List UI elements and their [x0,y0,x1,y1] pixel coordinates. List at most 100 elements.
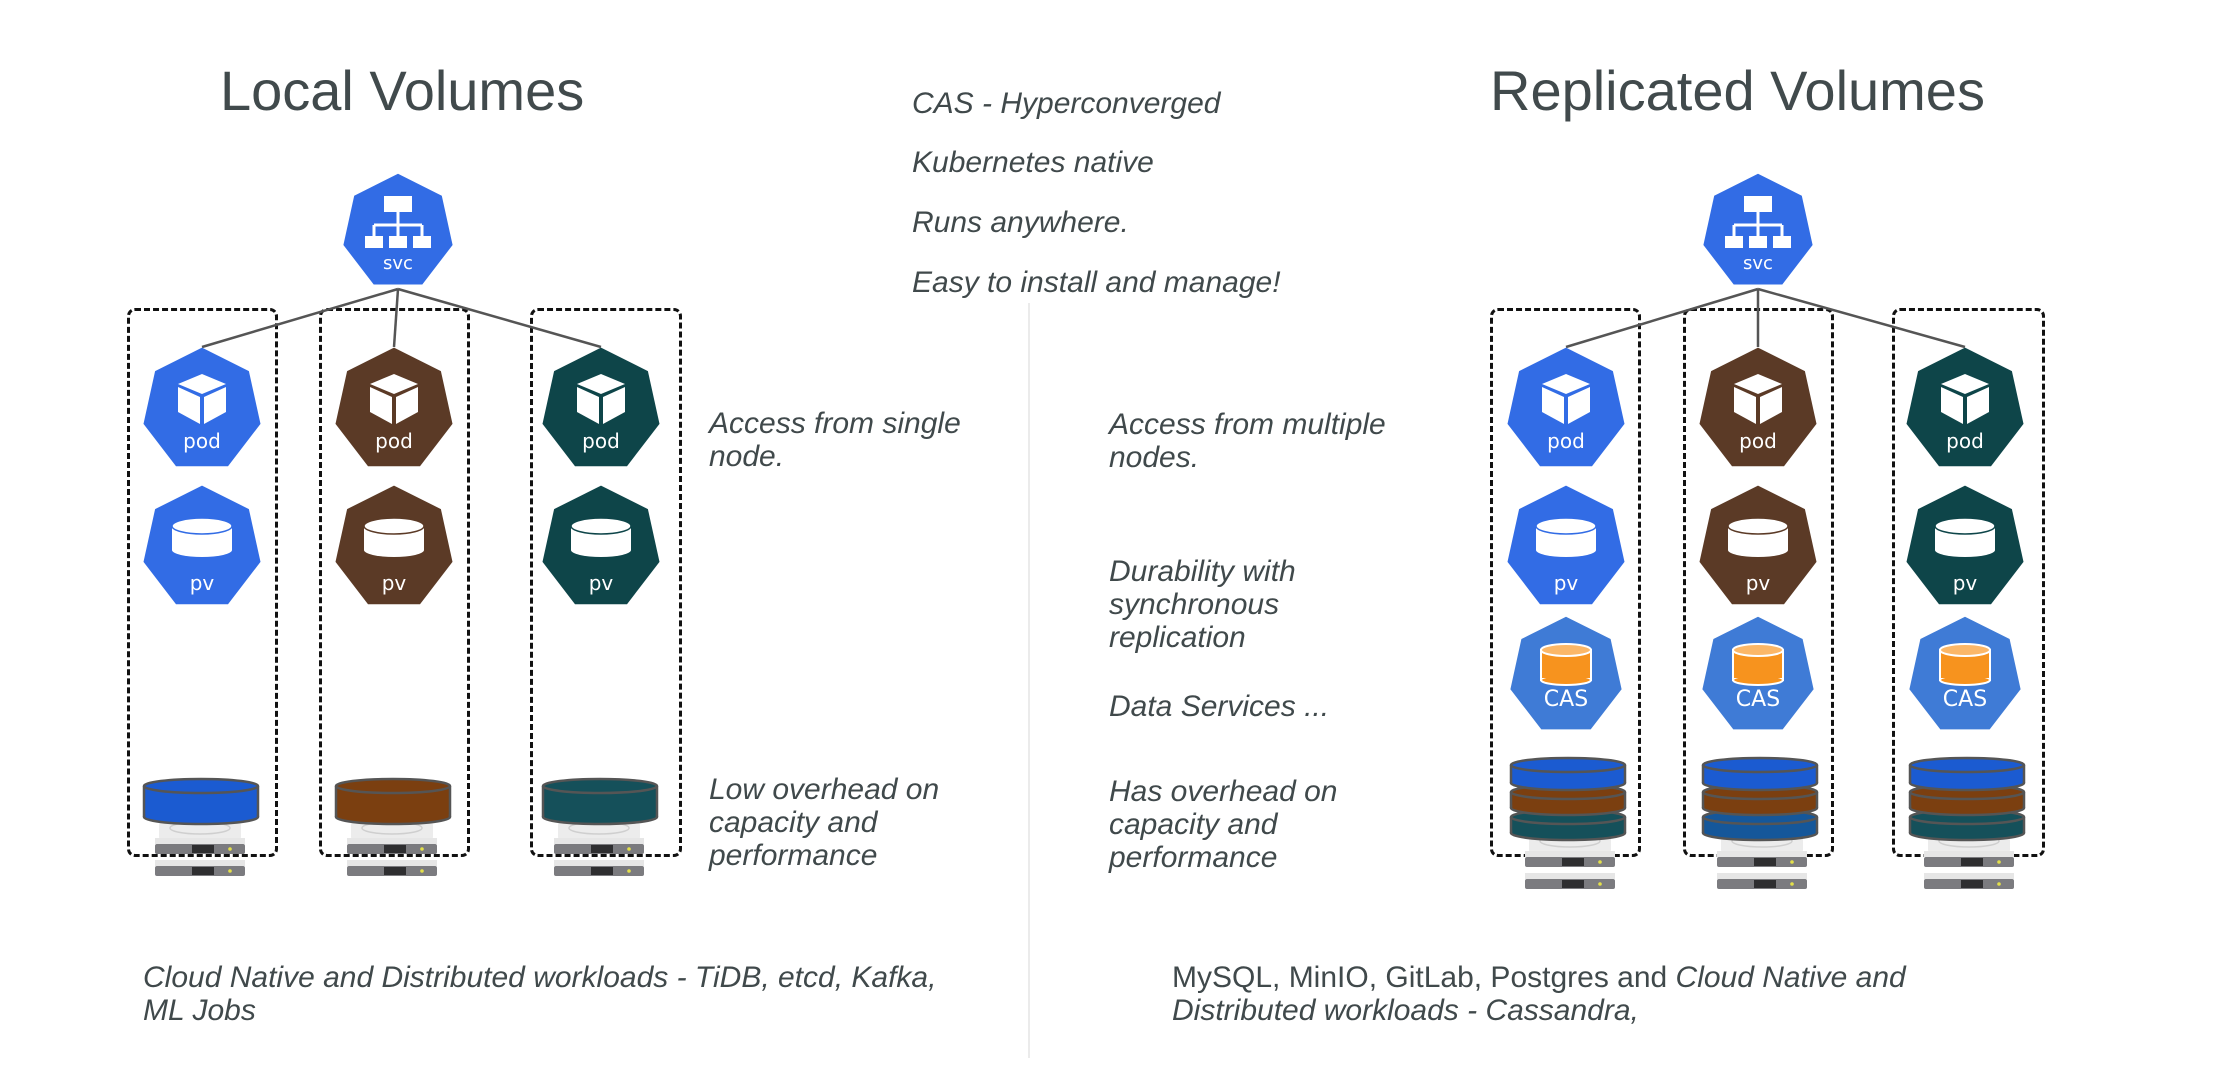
server-led [1598,860,1602,864]
server-chassis [1717,873,1807,879]
workloads-line: Cloud Native and Distributed workloads -… [143,961,937,994]
icon-label: pv [589,571,614,595]
cube-top [1542,374,1590,394]
persistent-volume-icon: pv [335,485,453,605]
cube-top [370,374,418,394]
cube-left [577,387,599,424]
pod-icon: pod [1507,347,1625,467]
note-line: performance [709,839,878,872]
persistent-volume-icon: pv [1906,485,2024,605]
note-line: performance [1109,841,1278,874]
server-icon [155,821,245,876]
feature-item: Kubernetes native [912,146,1154,179]
pod-icon: pod [1699,347,1817,467]
workloads-line: Distributed workloads - Cassandra, [1172,994,1639,1027]
cylinder-top [363,517,425,535]
disk-top [541,777,659,795]
connector-line [1565,287,1759,349]
persistent-volume-icon: pv [1699,485,1817,605]
cylinder-bottom [364,543,424,557]
service-icon: svc [1703,173,1813,285]
workloads-apps: MySQL, MinIO, GitLab, Postgres and [1172,961,1676,994]
section-divider [1028,303,1030,1058]
local-volumes-title: Local Volumes [220,59,585,122]
right-durability-note: Durability with synchronous replication [1109,555,1296,654]
feature-item: Runs anywhere. [912,206,1129,239]
local-disk-icon [334,777,452,826]
server-chassis [347,838,437,844]
note-line: replication [1109,621,1246,654]
server-vent [192,845,214,853]
pod-icon: pod [335,347,453,467]
note-line: Low overhead on [709,773,940,806]
persistent-volume-icon: pv [542,485,660,605]
cube-right [1967,387,1989,424]
tree-leaf-node [365,236,383,248]
server-top-cover [558,822,640,840]
cube-top [1734,374,1782,394]
icon-label: CAS [1943,687,1987,712]
connector-line [392,288,400,348]
note-line: node. [709,440,785,473]
feature-item: CAS - Hyperconverged [912,87,1221,120]
server-top-cover [159,822,241,840]
icon-label: pv [1746,571,1771,595]
server-vent [192,867,214,875]
pod-icon: pod [1906,347,2024,467]
server-chassis [1924,851,2014,857]
server-vent [1562,858,1584,866]
node-box-left-1 [127,308,278,857]
right-services-note: Data Services ... [1109,690,1329,723]
server-led [420,869,424,873]
feature-item: Easy to install and manage! [912,266,1281,299]
icon-label: CAS [1736,687,1780,712]
cube-top [178,374,226,394]
node-box-left-3 [530,308,682,857]
tree-leaf-node [413,236,431,248]
tree-leaf-node [1749,236,1767,248]
server-vent [591,845,613,853]
server-vent [384,845,406,853]
pod-heptagon [542,347,660,467]
tree-leaf-node [1725,236,1743,248]
pod-icon: pod [143,347,261,467]
cylinder-bottom [1728,543,1788,557]
server-icon [1717,834,1807,889]
pod-icon: pod [542,347,660,467]
cas-icon: CAS [1909,616,2021,730]
icon-label: svc [383,253,413,274]
icon-label: pod [1946,429,1984,453]
icon-label: pod [183,429,221,453]
icon-label: pv [1554,571,1579,595]
workloads-line: MySQL, MinIO, GitLab, Postgres and Cloud… [1172,961,1906,994]
replica-disk-icon [1509,783,1627,817]
note-line: synchronous [1109,588,1280,621]
cylinder-top [1934,517,1996,535]
left-workloads: Cloud Native and Distributed workloads -… [143,961,936,1027]
server-chassis [1717,851,1807,857]
tree-leaf-node [1773,236,1791,248]
note-line: Durability with [1109,555,1296,588]
server-chassis [155,860,245,866]
disk-top [1908,756,2026,774]
cylinder-bottom [172,543,232,557]
icon-label: CAS [1544,687,1588,712]
server-chassis [347,860,437,866]
cylinder-top [570,517,632,535]
note-line: nodes. [1109,441,1200,474]
icon-label: pod [1739,429,1777,453]
cube-right [396,387,418,424]
replica-disk-icon [1701,756,1819,792]
cube-right [1760,387,1782,424]
note-line: Data Services ... [1109,690,1330,723]
left-access-note: Access from single node. [709,407,961,473]
cylinder-bottom [1536,543,1596,557]
connector-line [1757,287,1966,349]
cube-top [577,374,625,394]
disk-top [334,777,452,795]
server-led [1997,860,2001,864]
server-icon [1924,834,2014,889]
replica-disk-icon [1509,756,1627,792]
server-led [1790,882,1794,886]
